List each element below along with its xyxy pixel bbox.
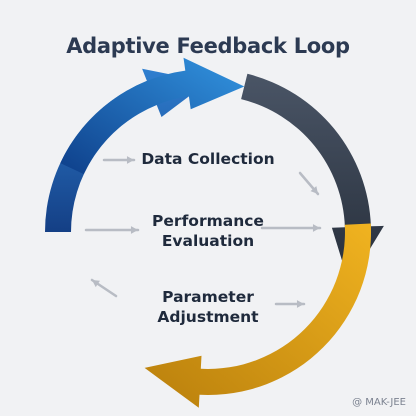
step-label-line: Adjustment <box>157 308 259 326</box>
inner-arrow-performance-right <box>260 224 322 232</box>
inner-arrow-parameter-left <box>90 278 118 298</box>
step-label-line: Evaluation <box>161 232 255 250</box>
diagram-title: Adaptive Feedback Loop <box>66 34 350 58</box>
step-label-line: Data Collection <box>141 150 275 168</box>
arrow-segment-left <box>45 68 208 232</box>
step-performance-evaluation: Performance Evaluation <box>108 211 308 251</box>
step-data-collection: Data Collection <box>108 149 308 169</box>
arrow-segment-top <box>60 57 245 175</box>
inner-arrow-data-collection-right <box>298 171 320 196</box>
inner-arrow-parameter-right <box>274 300 306 308</box>
watermark: @ MAK-JEE <box>352 397 406 408</box>
step-parameter-adjustment: Parameter Adjustment <box>108 287 308 327</box>
step-label-line: Performance <box>152 212 264 230</box>
arrow-segment-bottom <box>144 223 372 408</box>
inner-arrow-performance-left <box>84 226 140 234</box>
step-label-line: Parameter <box>162 288 254 306</box>
inner-arrow-data-collection-left <box>102 156 136 164</box>
